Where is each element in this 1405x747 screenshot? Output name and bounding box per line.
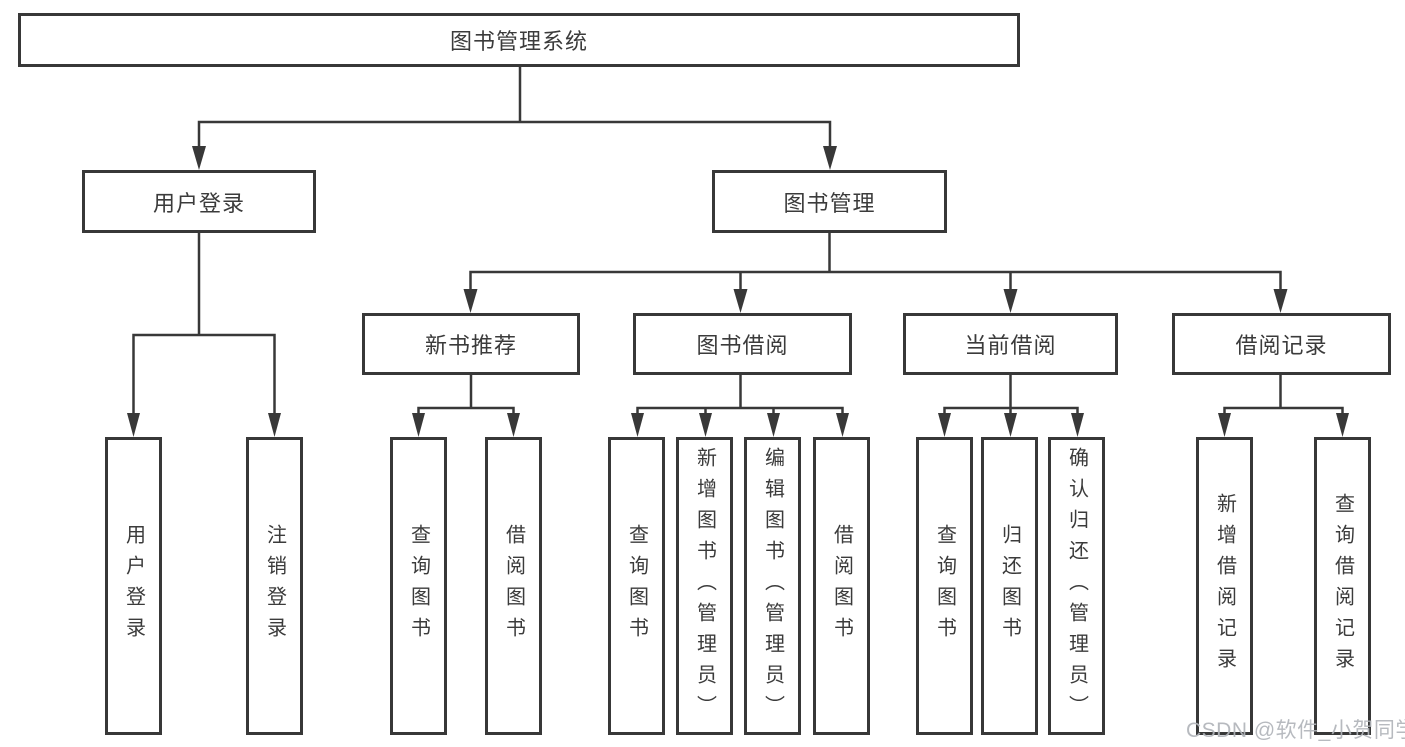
node-label: 图书管理系统 — [449, 29, 588, 54]
leaf-add-books-admin: 新增图书（管理员） — [676, 437, 733, 735]
node-label: 新书推荐 — [424, 333, 517, 358]
leaf-query-borrow-record: 查询借阅记录 — [1314, 437, 1371, 735]
connector-borrowrecords-to-leaves — [1223, 373, 1344, 418]
connector-root-to-level2 — [197, 65, 832, 152]
leaf-label: 查询借阅记录 — [1331, 493, 1354, 679]
leaf-label: 新增借阅记录 — [1213, 493, 1236, 679]
leaf-borrow-books-borrow: 借阅图书 — [813, 437, 870, 735]
leaf-query-books-borrow: 查询图书 — [608, 437, 665, 735]
leaf-borrow-books-recommend: 借阅图书 — [485, 437, 542, 735]
node-current-borrow: 当前借阅 — [903, 313, 1118, 375]
leaf-label: 查询图书 — [625, 524, 648, 648]
node-label: 图书借阅 — [696, 333, 789, 358]
node-label: 借阅记录 — [1235, 333, 1328, 358]
connector-currentborrow-to-leaves — [943, 373, 1079, 418]
leaf-confirm-return-admin: 确认归还（管理员） — [1048, 437, 1105, 735]
leaf-logout-login: 注销登录 — [246, 437, 303, 735]
leaf-label: 借阅图书 — [830, 524, 853, 648]
node-book-management: 图书管理 — [712, 170, 947, 233]
leaf-label: 借阅图书 — [502, 524, 525, 648]
leaf-label: 注销登录 — [263, 524, 286, 648]
node-new-book-recommend: 新书推荐 — [362, 313, 580, 375]
arrowheads — [127, 146, 1349, 437]
leaf-label: 查询图书 — [407, 524, 430, 648]
connector-userlogin-to-leaves — [132, 231, 276, 418]
leaf-label: 归还图书 — [998, 524, 1021, 648]
leaf-query-books-recommend: 查询图书 — [390, 437, 447, 735]
node-borrow-records: 借阅记录 — [1172, 313, 1391, 375]
connector-bookborrow-to-leaves — [636, 373, 844, 418]
leaf-label: 用户登录 — [122, 524, 145, 648]
leaf-label: 查询图书 — [933, 524, 956, 648]
leaf-add-borrow-record: 新增借阅记录 — [1196, 437, 1253, 735]
node-label: 当前借阅 — [964, 333, 1057, 358]
node-user-login: 用户登录 — [82, 170, 316, 233]
connector-newbook-to-leaves — [417, 373, 515, 418]
watermark: CSDN @软件_小贺同学 — [1186, 719, 1405, 742]
leaf-return-books: 归还图书 — [981, 437, 1038, 735]
node-label: 图书管理 — [783, 190, 876, 216]
leaf-query-books-current: 查询图书 — [916, 437, 973, 735]
leaf-label: 编辑图书（管理员） — [761, 446, 784, 726]
node-book-borrow: 图书借阅 — [633, 313, 852, 375]
leaf-edit-books-admin: 编辑图书（管理员） — [744, 437, 801, 735]
leaf-label: 确认归还（管理员） — [1065, 446, 1088, 726]
leaf-label: 新增图书（管理员） — [693, 446, 716, 726]
connector-bookmgmt-to-level3 — [469, 231, 1282, 294]
leaf-user-login: 用户登录 — [105, 437, 162, 735]
node-library-management-system: 图书管理系统 — [18, 13, 1020, 67]
node-label: 用户登录 — [152, 190, 245, 216]
